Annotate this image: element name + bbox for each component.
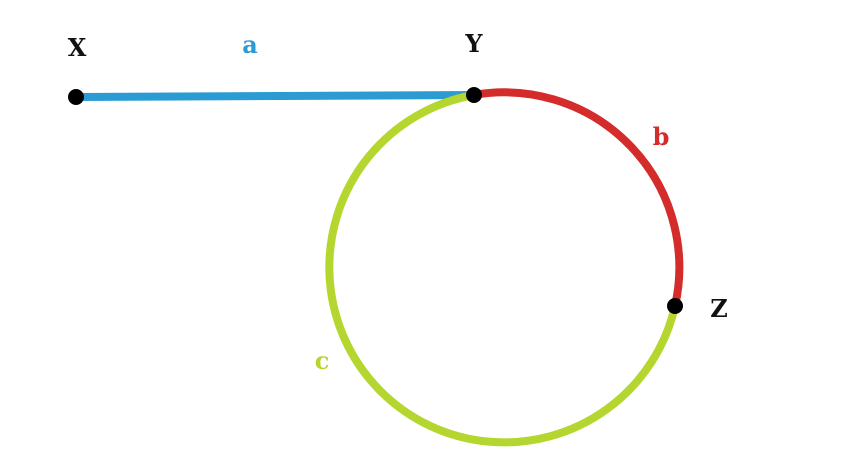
edge-b-label: b	[653, 122, 670, 151]
node-x-point	[68, 89, 84, 105]
node-z-point	[667, 298, 683, 314]
edge-a-line	[72, 91, 478, 101]
node-z-label: Z	[710, 294, 728, 323]
edge-c-arc	[325, 91, 679, 447]
node-y-point	[466, 87, 482, 103]
edge-a-label: a	[242, 30, 258, 59]
edge-c-label: c	[315, 346, 330, 375]
node-x-label: X	[68, 33, 87, 62]
edge-b-arc	[470, 88, 684, 310]
node-y-label: Y	[464, 29, 483, 58]
